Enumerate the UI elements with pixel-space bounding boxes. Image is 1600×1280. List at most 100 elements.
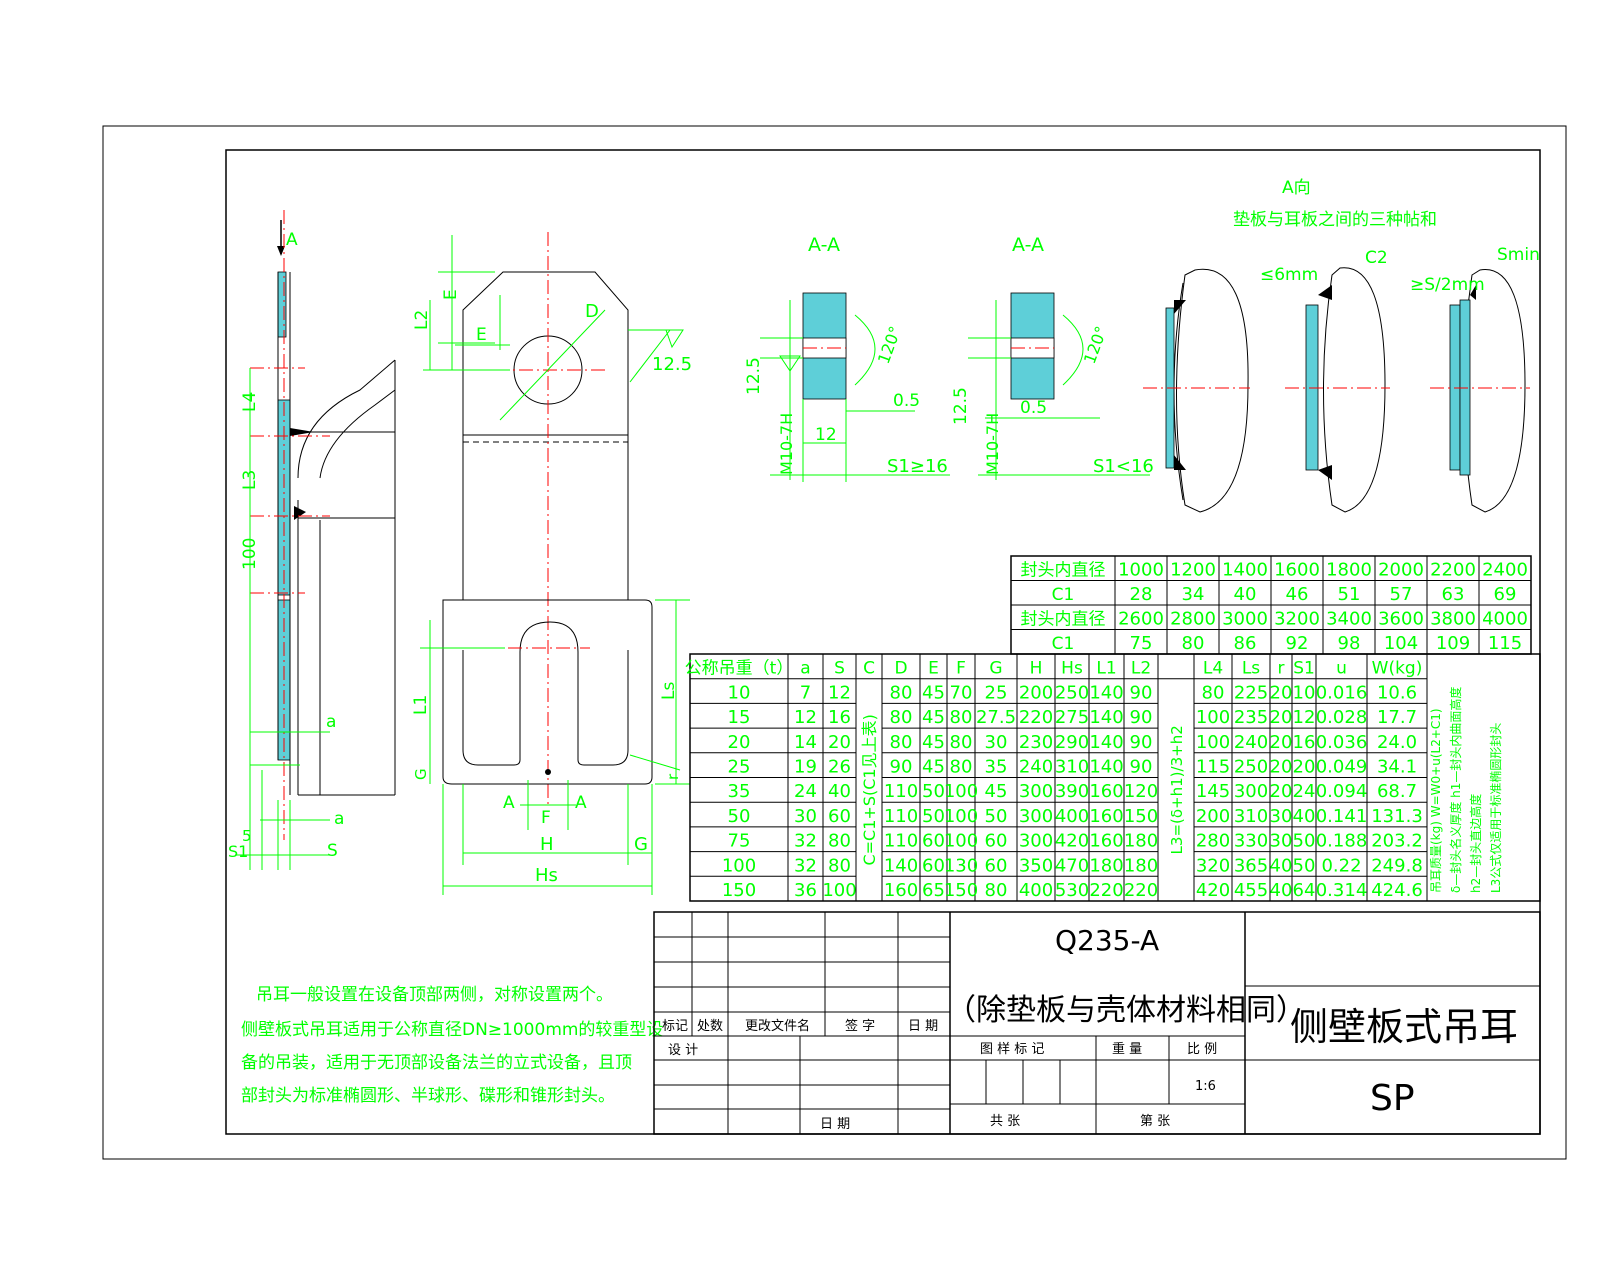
table2-cell: 20 — [1270, 682, 1293, 703]
table2-header: H — [1030, 659, 1043, 679]
table2-header: F — [956, 659, 966, 679]
l3-formula: L3=(δ+h1)/3+h2 — [1168, 725, 1186, 854]
table2-cell: 90 — [1130, 682, 1153, 703]
table2-cell: 25 — [728, 757, 751, 778]
sec2-dim-05: 0.5 — [1020, 398, 1047, 418]
stage-label: 图 样 标 记 — [980, 1042, 1044, 1057]
table2-cell: 45 — [922, 732, 945, 753]
fit-label-4: Smin — [1497, 245, 1540, 265]
table2-cell: 60 — [922, 855, 945, 876]
table2-cell: 26 — [828, 757, 851, 778]
table2-cell: 60 — [985, 831, 1008, 852]
front-dim-e-top: E — [441, 289, 461, 300]
table2-cell: 80 — [890, 682, 913, 703]
table2-header: D — [894, 659, 907, 679]
drawing-code: SP — [1370, 1078, 1415, 1119]
c1-cell: 57 — [1390, 584, 1413, 605]
svg-text:L2: L2 — [412, 310, 432, 330]
table2-cell: 20 — [1270, 707, 1293, 728]
table2-cell: 80 — [950, 757, 973, 778]
table2-cell: 330 — [1234, 831, 1268, 852]
svg-text:120°: 120° — [874, 324, 905, 367]
table2-cell: 249.8 — [1371, 855, 1423, 876]
c1-cell: 1000 — [1118, 560, 1164, 581]
c1-cell: 115 — [1488, 633, 1522, 654]
table2-cell: 160 — [1089, 831, 1123, 852]
sec2-dim-s1: S1<16 — [1093, 456, 1154, 477]
table2-cell: 20 — [1293, 757, 1316, 778]
table2-cell: 150 — [722, 880, 756, 901]
c1-cell: 3200 — [1274, 609, 1320, 630]
table2-cell: 24 — [794, 781, 817, 802]
table2-cell: 32 — [794, 855, 817, 876]
table2-cell: 30 — [985, 732, 1008, 753]
view-dir-subtitle: 垫板与耳板之间的三种帖和 — [1233, 210, 1437, 230]
c1-cell: 98 — [1338, 633, 1361, 654]
c1-cell: 109 — [1436, 633, 1470, 654]
table2-cell: 100 — [1196, 732, 1230, 753]
table2-cell: 50 — [922, 806, 945, 827]
svg-text:r: r — [664, 773, 682, 780]
c1-cell: 1200 — [1170, 560, 1216, 581]
table2-cell: 220 — [1019, 707, 1053, 728]
title-block: 标记 处数 更改文件名 签 字 日 期 设 计 日 期 Q235-A （除垫板与… — [653, 911, 1541, 1135]
outer-border — [102, 125, 1567, 1160]
fit-label-3: ≥S/2mm — [1410, 275, 1485, 295]
weight-label: 重 量 — [1112, 1041, 1142, 1057]
table2-cell: 24.0 — [1377, 732, 1417, 753]
table2-cell: 90 — [1130, 732, 1153, 753]
table2-cell: 80 — [985, 880, 1008, 901]
table2-cell: 145 — [1196, 781, 1230, 802]
sec2-dim-120: 120° — [1080, 324, 1111, 367]
svg-text:100: 100 — [240, 538, 260, 570]
table2-cell: 235 — [1234, 707, 1268, 728]
table2-cell: 10.6 — [1377, 682, 1417, 703]
table2-cell: 390 — [1055, 781, 1089, 802]
table2-cell: 250 — [1234, 757, 1268, 778]
table2-cell: 40 — [1270, 880, 1293, 901]
side-dim-l3: L3 — [240, 470, 260, 490]
table2-cell: 10 — [1293, 682, 1316, 703]
section-aa-1: A-A 12.5 M10-7H 120° 0.5 12 S1≥16 — [744, 234, 950, 482]
scale-label: 比 例 — [1187, 1042, 1217, 1057]
table2-cell: 150 — [944, 880, 978, 901]
table2-cell: 300 — [1019, 806, 1053, 827]
table2-cell: 80 — [828, 855, 851, 876]
table2-cell: 200 — [1196, 806, 1230, 827]
sec1-dim-125: 12.5 — [744, 357, 764, 395]
svg-text:L3: L3 — [240, 470, 260, 490]
note-line-1: 吊耳一般设置在设备顶部两侧，对称设置两个。 — [256, 985, 613, 1005]
table2-cell: 110 — [884, 781, 918, 802]
table2-header: a — [800, 659, 810, 679]
table2-cell: 50 — [1293, 855, 1316, 876]
table2-cell: 45 — [922, 707, 945, 728]
table2-cell: 300 — [1019, 781, 1053, 802]
table2-cell: 19 — [794, 757, 817, 778]
c1-cell: 2000 — [1378, 560, 1424, 581]
section-label-1: A-A — [808, 234, 840, 256]
table2-cell: 45 — [922, 757, 945, 778]
table2-cell: 160 — [1089, 781, 1123, 802]
table2-cell: 50 — [922, 781, 945, 802]
c1-row-label: 封头内直径 — [1021, 610, 1106, 630]
notes: 吊耳一般设置在设备顶部两侧，对称设置两个。 侧壁板式吊耳适用于公称直径DN≥10… — [241, 985, 663, 1106]
c1-cell: 34 — [1182, 584, 1205, 605]
c1-row-label: C1 — [1052, 634, 1075, 654]
table2-cell: 80 — [950, 732, 973, 753]
rev-label-2: 处数 — [697, 1019, 723, 1034]
table2-cell: 36 — [794, 880, 817, 901]
table2-cell: 10 — [728, 682, 751, 703]
svg-text:M10-7H: M10-7H — [777, 413, 796, 475]
note-line-4: 部封头为标准椭圆形、半球形、碟形和锥形封头。 — [241, 1086, 615, 1106]
c1-cell: 51 — [1338, 584, 1361, 605]
table2-cell: 30 — [794, 806, 817, 827]
table2-cell: 14 — [794, 732, 817, 753]
table2-cell: 100 — [944, 831, 978, 852]
table2-cell: 25 — [985, 682, 1008, 703]
c1-cell: 28 — [1130, 584, 1153, 605]
svg-text:L4: L4 — [240, 392, 260, 412]
table2-cell: 0.049 — [1316, 757, 1368, 778]
table2-cell: 80 — [890, 732, 913, 753]
total-sheets-label: 共 张 — [990, 1114, 1020, 1129]
